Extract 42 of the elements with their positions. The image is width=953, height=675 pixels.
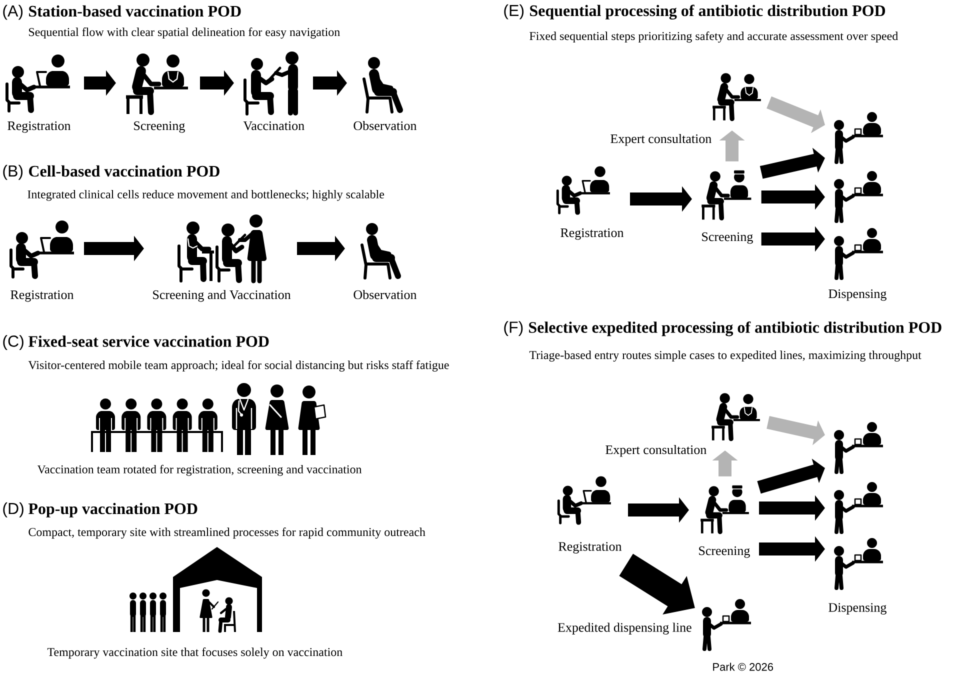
credit-line: Park © 2026 — [713, 662, 774, 671]
scene-label: Temporary vaccination site that focuses solely on vaccination — [47, 648, 342, 659]
panel-heading: Cell-based vaccination POD — [28, 165, 220, 177]
stage-label: Observation — [354, 290, 417, 300]
panel-heading: Fixed-seat service vaccination POD — [28, 336, 269, 347]
panel-heading: Pop-up vaccination POD — [28, 502, 198, 518]
panel-description: Integrated clinical cells reduce movement and bottlenecks; highly scalable — [28, 190, 384, 201]
service-counter-pictogram — [834, 482, 883, 534]
stage-label: Screening — [134, 121, 185, 133]
panel-letter: (F) — [504, 321, 523, 336]
panel-letter: (D) — [3, 502, 24, 518]
stage-label: Screening — [702, 232, 753, 244]
panel-letter: (A) — [3, 4, 23, 20]
stage-label: Dispensing — [828, 289, 886, 301]
stage-label: Expert consultation — [606, 445, 706, 457]
service-counter-pictogram — [834, 422, 883, 474]
stage-label: Registration — [8, 121, 71, 133]
stage-label: Observation — [354, 120, 417, 130]
panel-description: Fixed sequential steps prioritizing safety and accurate assessment over speed — [530, 32, 898, 43]
stage-label: Dispensing — [828, 603, 886, 615]
panel-heading: Station-based vaccination POD — [29, 5, 241, 17]
stage-label: Registration — [10, 290, 74, 302]
panel-letter: (B) — [3, 164, 23, 180]
stage-label: Registration — [558, 542, 622, 554]
stage-label: Expert consultation — [610, 134, 712, 146]
arrow — [760, 148, 825, 179]
service-counter-pictogram — [834, 171, 883, 223]
scene-label: Vaccination team rotated for registration, screening and vaccination — [37, 464, 362, 476]
panel-heading: Sequential processing of antibiotic distribution POD — [530, 4, 886, 20]
panel-letter: (C) — [3, 335, 24, 350]
stage-label: Screening and Vaccination — [153, 290, 291, 302]
stage-label: Registration — [560, 228, 624, 240]
arrow — [757, 458, 825, 494]
stage-label: Expedited dispensing line — [558, 622, 692, 635]
panel-letter: (E) — [504, 4, 524, 20]
panel-description: Sequential flow with clear spatial delineation for easy navigation — [29, 28, 340, 39]
service-counter-pictogram — [834, 112, 883, 164]
panel-description: Triage-based entry routes simple cases to expedited lines, maximizing throughput — [529, 350, 922, 362]
stage-label: Screening — [699, 546, 750, 558]
panel-heading: Selective expedited processing of antibiotic distribution POD — [529, 321, 942, 336]
stage-label: Vaccination — [243, 121, 304, 130]
panel-description: Visitor-centered mobile team approach; ideal for social distancing but risks staff fatigue — [28, 360, 449, 372]
